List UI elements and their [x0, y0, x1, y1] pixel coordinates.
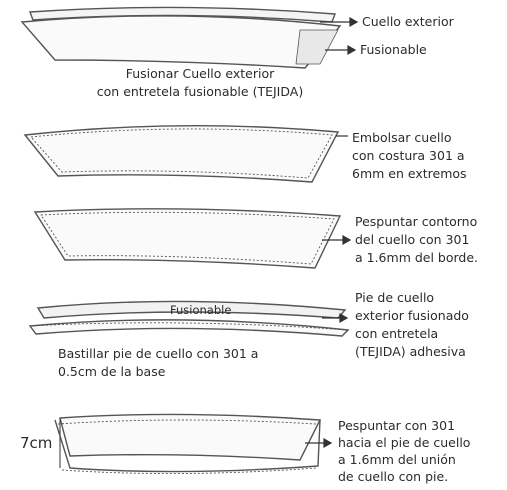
step1-caption-line2: con entretela fusionable (TEJIDA): [96, 84, 304, 99]
step4-note-line2: exterior fusionado: [355, 308, 469, 323]
step2-note-line2: con costura 301 a: [352, 148, 465, 163]
band-label-fusionable: Fusionable: [170, 303, 232, 317]
step2-note-line3: 6mm en extremos: [352, 166, 467, 181]
label-fusionable-step1: Fusionable: [360, 42, 427, 57]
step4-note-line1: Pie de cuello: [355, 290, 435, 305]
step3-note-line2: del cuello con 301: [355, 232, 470, 247]
step4-note-line4: (TEJIDA) adhesiva: [355, 344, 466, 359]
step5-note-line1: Pespuntar con 301: [338, 418, 456, 433]
step3-note-line3: a 1.6mm del borde.: [355, 250, 479, 265]
step1-caption-line1: Fusionar Cuello exterior: [125, 66, 275, 81]
step3-note-line1: Pespuntar contorno: [355, 214, 478, 229]
collar-step1-shape: [20, 6, 342, 69]
measure-7cm-label: 7cm: [20, 434, 53, 452]
step5-arrow: [305, 437, 333, 449]
step5-note-line2: hacia el pie de cuello: [338, 435, 471, 450]
step2-note-line1: Embolsar cuello: [352, 130, 452, 145]
collar-step3-shape: [33, 208, 342, 269]
step5-note-line4: de cuello con pie.: [338, 469, 449, 484]
step1-arrows: [320, 16, 359, 56]
collar-step2-shape: [23, 124, 340, 183]
step4-note-line3: con entretela: [355, 326, 439, 341]
step4-arrow: [322, 312, 349, 324]
step5-note-line3: a 1.6mm del unión: [338, 452, 456, 467]
label-cuello-exterior: Cuello exterior: [362, 14, 454, 29]
step3-arrow: [322, 234, 352, 246]
step4-caption-line2: 0.5cm de la base: [58, 364, 166, 379]
collar-step5-shape: [54, 413, 322, 475]
step4-caption-line1: Bastillar pie de cuello con 301 a: [58, 346, 259, 361]
